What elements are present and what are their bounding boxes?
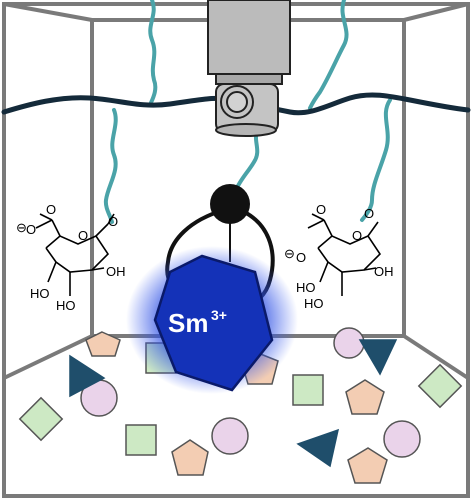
- sugar-left-O-minus: O: [26, 222, 36, 237]
- sugar-right-carboxyl-O: O: [316, 202, 326, 217]
- linker-top-left: [148, 0, 158, 107]
- circle-3: [211, 417, 249, 455]
- edge-top-right: [403, 2, 469, 22]
- sugar-right-minus: ⊖: [284, 246, 295, 261]
- edge-bottom-right: [402, 334, 470, 380]
- sugar-left-linker-O: O: [108, 214, 118, 229]
- instrument-body: [207, 0, 291, 75]
- sugar-right-linker-O: O: [364, 206, 374, 221]
- sugar-right: [307, 213, 382, 296]
- edge-bottom-left: [3, 334, 93, 380]
- triangle-shapes: [69, 339, 398, 468]
- gripper-hub: [210, 184, 250, 224]
- instrument: [207, 0, 291, 137]
- instrument-ring-inner: [226, 91, 248, 113]
- linker-chains: [103, 0, 392, 224]
- square-2: [292, 374, 324, 406]
- circle-shapes: [80, 327, 421, 458]
- pentagon-1: [85, 331, 121, 357]
- ion-charge: 3+: [211, 307, 227, 323]
- triangle-2: [69, 354, 106, 398]
- pentagon-3: [345, 379, 385, 415]
- linker-center: [234, 128, 260, 192]
- sugar-left-oh2: HO: [30, 286, 50, 301]
- circle-1: [333, 327, 365, 359]
- linker-right-sugar: [360, 98, 392, 222]
- triangle-1: [358, 339, 398, 376]
- ion-hexagon: [153, 254, 274, 392]
- instrument-collar: [215, 73, 283, 85]
- sugar-right-oh2: HO: [296, 280, 316, 295]
- instrument-tip: [215, 123, 277, 137]
- sugar-right-oh1: OH: [374, 264, 394, 279]
- pentagon-5: [347, 447, 388, 484]
- sugar-right-ring-O: O: [352, 228, 362, 243]
- sugar-right-O-minus: O: [296, 250, 306, 265]
- sugar-left-minus: ⊖: [16, 220, 27, 235]
- circle-4: [383, 420, 421, 458]
- sugar-left-oh1: OH: [106, 264, 126, 279]
- square-5: [417, 363, 463, 409]
- triangle-3: [296, 428, 340, 468]
- sugar-right-oh3: HO: [304, 296, 324, 311]
- sugar-left-oh3: HO: [56, 298, 76, 313]
- square-4: [125, 424, 157, 456]
- linker-left-sugar: [103, 108, 118, 224]
- metal-ion: Sm 3+: [126, 246, 298, 394]
- pentagon-4: [171, 439, 209, 476]
- ion-symbol: Sm: [168, 308, 208, 338]
- edge-top-left: [3, 2, 93, 22]
- linker-top-right: [308, 0, 349, 110]
- square-3: [18, 396, 64, 442]
- sugar-left: [35, 213, 115, 296]
- sugar-left-ring-O: O: [78, 228, 88, 243]
- sugar-left-carboxyl-O: O: [46, 202, 56, 217]
